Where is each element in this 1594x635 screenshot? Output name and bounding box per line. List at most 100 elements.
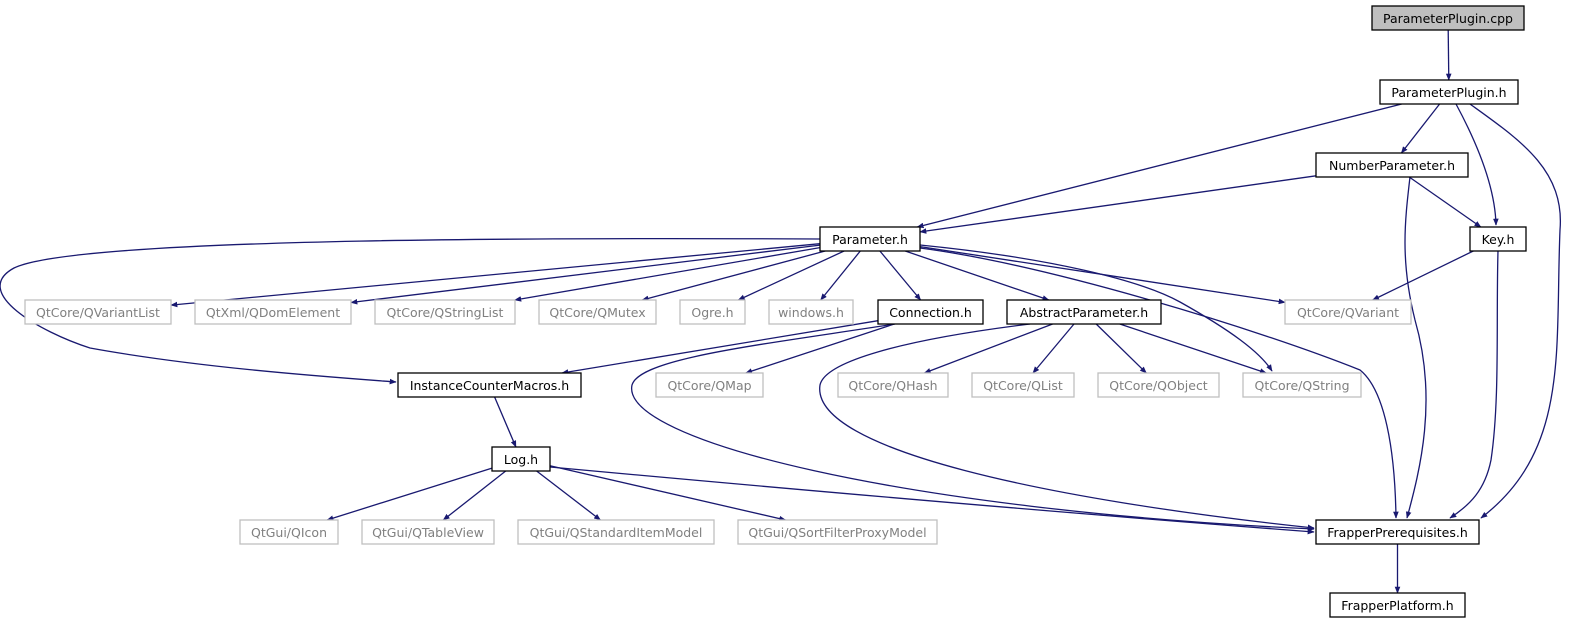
node-label: Ogre.h <box>691 305 733 320</box>
nodes-layer: ParameterPlugin.cppParameterPlugin.hNumb… <box>24 5 1527 618</box>
node-box <box>517 519 715 545</box>
node-label: Log.h <box>504 452 538 467</box>
node-label: QtCore/QStringList <box>387 305 504 320</box>
edge-parameter-h-to-windows-h <box>820 250 861 301</box>
edge-instancecountermacros-h-to-log-h <box>494 396 517 448</box>
node-frapperprerequisites-h[interactable]: FrapperPrerequisites.h <box>1315 519 1480 545</box>
node-box <box>1006 299 1162 325</box>
node-ogre-h: Ogre.h <box>679 299 746 325</box>
node-label: QtCore/QVariant <box>1297 305 1399 320</box>
node-qmap: QtCore/QMap <box>655 372 764 398</box>
node-label: QtGui/QSortFilterProxyModel <box>748 525 926 540</box>
edge-parameter-h-to-qstringlist <box>514 246 821 302</box>
edge-parameter-h-to-connection-h <box>879 250 922 301</box>
edge-abstractparameter-h-to-qhash <box>923 323 1053 374</box>
edge-log-h-to-qicon <box>326 467 493 521</box>
edge-abstractparameter-h-to-qobject <box>1095 323 1147 374</box>
edge-parameterplugin-h-to-key-h <box>1455 103 1499 226</box>
edge-connection-h-to-frapperprerequisites-h <box>631 323 1315 532</box>
node-label: ParameterPlugin.h <box>1391 85 1506 100</box>
node-connection-h[interactable]: Connection.h <box>877 299 984 325</box>
node-box <box>374 299 516 325</box>
node-label: QtCore/QMutex <box>549 305 645 320</box>
edge-parameterplugin-h-to-frapperprerequisites-h <box>1469 103 1561 519</box>
node-label: QtCore/QObject <box>1109 378 1208 393</box>
node-box <box>768 299 854 325</box>
node-box <box>24 299 172 325</box>
node-key-h[interactable]: Key.h <box>1469 226 1527 252</box>
node-box <box>737 519 938 545</box>
node-parameter-h[interactable]: Parameter.h <box>819 226 921 252</box>
node-box <box>655 372 764 398</box>
edge-parameter-h-to-ogre-h <box>737 250 845 301</box>
edge-abstractparameter-h-to-qlist <box>1032 323 1075 374</box>
edge-parameter-h-to-instancecountermacros-h <box>0 237 821 385</box>
node-frapperplatform-h[interactable]: FrapperPlatform.h <box>1329 592 1466 618</box>
node-label: QtGui/QTableView <box>372 525 484 540</box>
edge-log-h-to-frapperprerequisites-h <box>549 466 1315 535</box>
node-instancecountermacros-h[interactable]: InstanceCounterMacros.h <box>397 372 582 398</box>
node-qtableview: QtGui/QTableView <box>361 519 495 545</box>
node-box <box>679 299 746 325</box>
node-box <box>361 519 495 545</box>
node-qobject: QtCore/QObject <box>1097 372 1220 398</box>
edge-parameter-h-to-qmutex <box>641 250 826 302</box>
edge-log-h-to-qsortfilterproxymodel <box>549 465 787 522</box>
node-label: QtCore/QHash <box>848 378 937 393</box>
edge-key-h-to-frapperprerequisites-h <box>1449 250 1499 519</box>
node-box <box>1315 152 1469 178</box>
edge-numberparameter-h-to-key-h <box>1408 176 1482 228</box>
node-log-h[interactable]: Log.h <box>491 446 551 472</box>
node-label: Parameter.h <box>832 232 908 247</box>
node-qmutex: QtCore/QMutex <box>538 299 657 325</box>
node-label: QtCore/QList <box>983 378 1063 393</box>
node-label: NumberParameter.h <box>1329 158 1455 173</box>
node-qdomelement: QtXml/QDomElement <box>194 299 352 325</box>
node-label: FrapperPlatform.h <box>1341 598 1453 613</box>
node-qvariant: QtCore/QVariant <box>1284 299 1412 325</box>
node-box <box>1469 226 1527 252</box>
node-label: QtXml/QDomElement <box>206 305 340 320</box>
edge-parameter-h-to-qvariantlist <box>170 243 821 308</box>
node-label: QtCore/QMap <box>667 378 751 393</box>
node-qicon: QtGui/QIcon <box>239 519 339 545</box>
node-qvariantlist: QtCore/QVariantList <box>24 299 172 325</box>
node-parameterplugin-h[interactable]: ParameterPlugin.h <box>1379 79 1519 105</box>
edge-abstractparameter-h-to-frapperprerequisites-h <box>819 323 1315 531</box>
edge-connection-h-to-instancecountermacros-h <box>561 320 879 375</box>
edge-numberparameter-h-to-frapperprerequisites-h <box>1404 176 1427 519</box>
node-qstring: QtCore/QString <box>1242 372 1362 398</box>
node-label: InstanceCounterMacros.h <box>410 378 569 393</box>
edge-parameter-h-to-abstractparameter-h <box>904 250 1050 301</box>
node-label: ParameterPlugin.cpp <box>1383 11 1513 26</box>
node-label: QtCore/QVariantList <box>36 305 160 320</box>
node-abstractparameter-h[interactable]: AbstractParameter.h <box>1006 299 1162 325</box>
node-box <box>1329 592 1466 618</box>
node-box <box>194 299 352 325</box>
node-box <box>239 519 339 545</box>
edge-key-h-to-qvariant <box>1372 250 1474 301</box>
node-label: FrapperPrerequisites.h <box>1327 525 1468 540</box>
node-numberparameter-h[interactable]: NumberParameter.h <box>1315 152 1469 178</box>
node-box <box>538 299 657 325</box>
node-box <box>491 446 551 472</box>
node-parameterplugin-cpp: ParameterPlugin.cpp <box>1371 5 1525 31</box>
node-box <box>1097 372 1220 398</box>
node-qlist: QtCore/QList <box>971 372 1075 398</box>
node-qstandarditemmodel: QtGui/QStandardItemModel <box>517 519 715 545</box>
node-box <box>877 299 984 325</box>
node-box <box>1379 79 1519 105</box>
node-box <box>1315 519 1480 545</box>
node-box <box>837 372 949 398</box>
edges-layer <box>0 29 1561 594</box>
edge-parameterplugin-h-to-parameter-h <box>916 103 1402 229</box>
edge-log-h-to-qstandarditemmodel <box>536 470 601 521</box>
node-box <box>971 372 1075 398</box>
edge-parameterplugin-h-to-numberparameter-h <box>1400 103 1441 154</box>
edge-parameter-h-to-frapperprerequisites-h <box>919 247 1399 519</box>
node-qhash: QtCore/QHash <box>837 372 949 398</box>
edge-parameter-h-to-qstring <box>919 244 1273 372</box>
edge-log-h-to-qtableview <box>442 470 507 521</box>
node-box <box>1371 5 1525 31</box>
